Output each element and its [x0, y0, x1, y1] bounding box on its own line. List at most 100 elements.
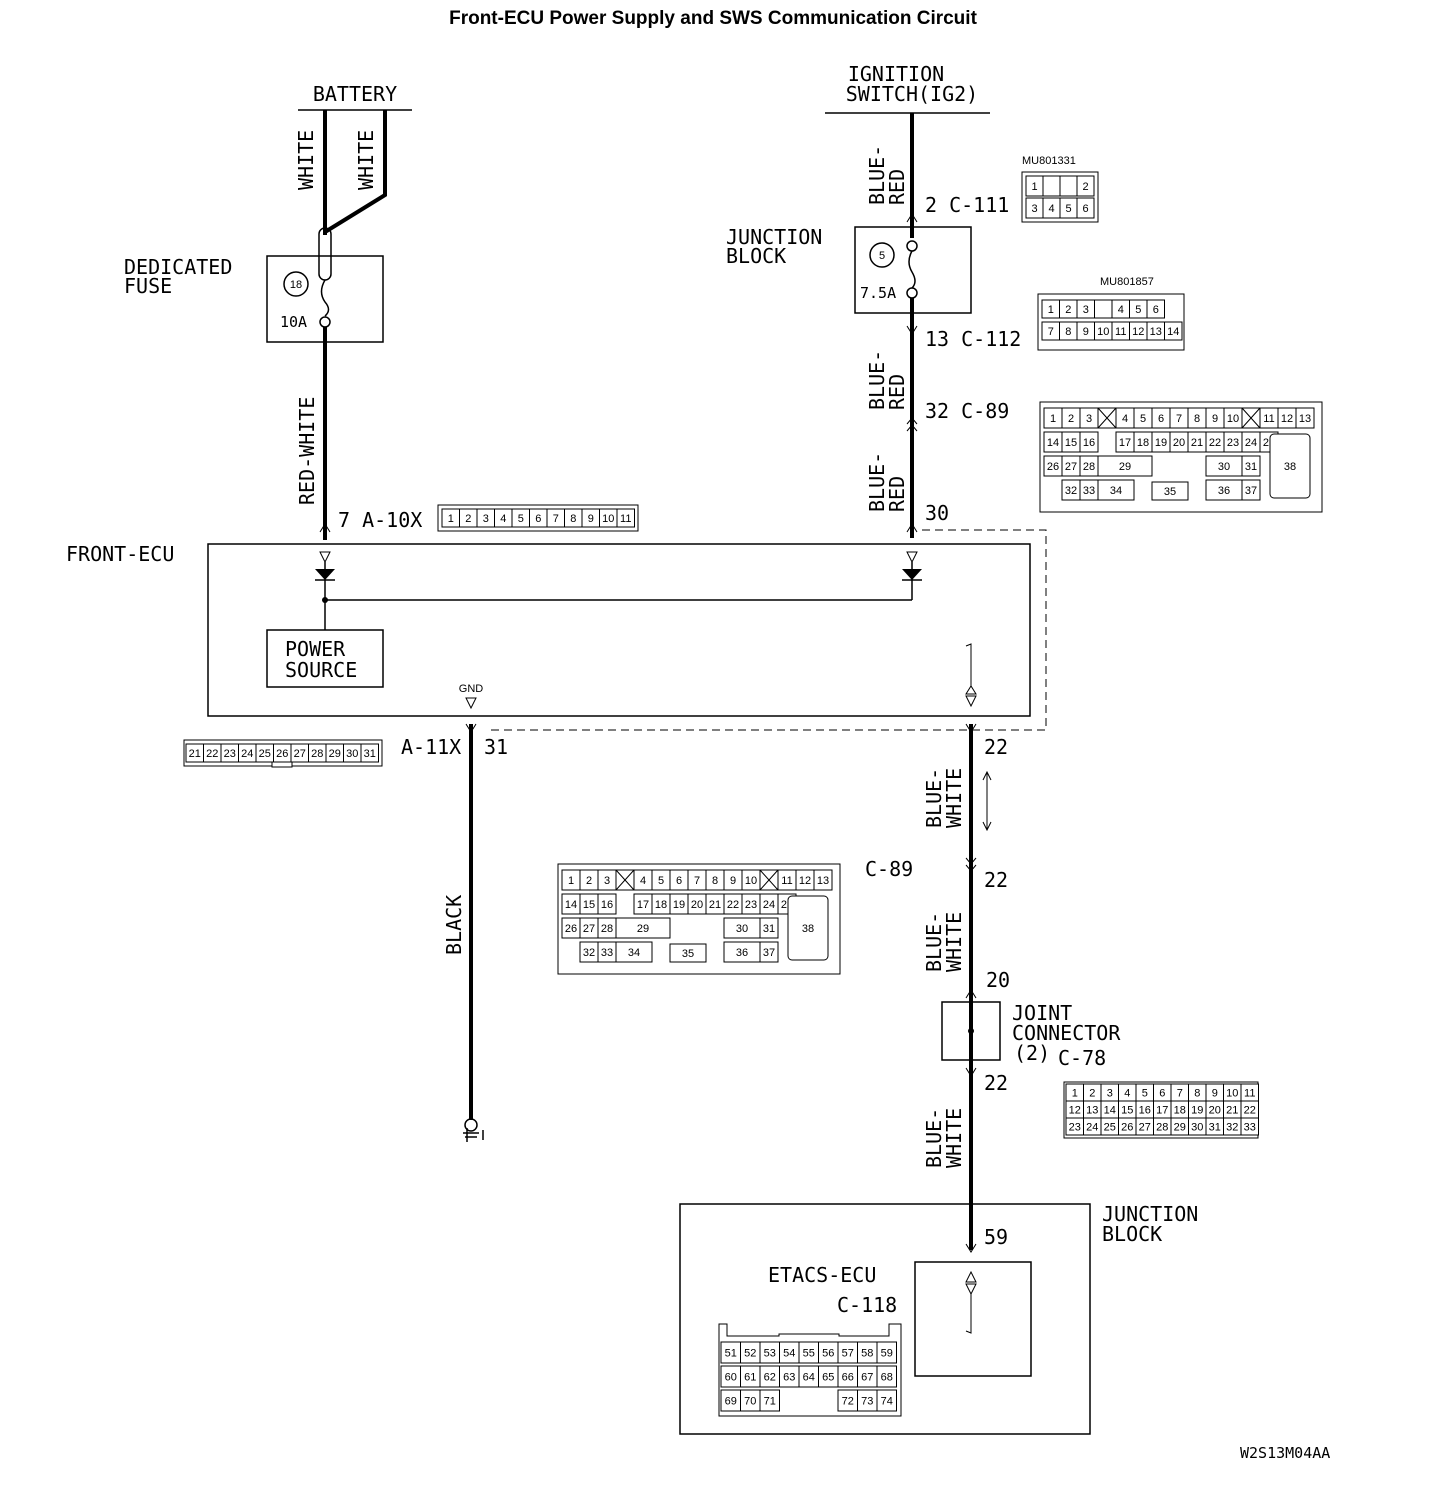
- c89-pin: 19: [673, 899, 685, 911]
- c89-pin: 27: [1065, 461, 1077, 473]
- c89-pin: 4: [640, 875, 646, 887]
- c118-pin: 54: [783, 1348, 795, 1360]
- svg-text:C-89: C-89: [865, 857, 913, 881]
- svg-text:BLUE-: BLUE-: [865, 350, 889, 410]
- c78-pin: 8: [1194, 1088, 1200, 1100]
- c89-pin: 35: [1164, 486, 1176, 498]
- c89-pin: 37: [1245, 485, 1257, 497]
- svg-text:5: 5: [879, 250, 885, 262]
- c118-pin: 59: [881, 1348, 893, 1360]
- c89-pin: 16: [601, 899, 613, 911]
- c89-pin: 1: [1050, 413, 1056, 425]
- page-title: Front-ECU Power Supply and SWS Communica…: [449, 8, 977, 29]
- c89-pin: 21: [1191, 437, 1203, 449]
- c112-pin: 5: [1135, 304, 1141, 316]
- a10x-pin: 4: [500, 513, 506, 525]
- c89-pin: 15: [583, 899, 595, 911]
- c112-pin: 8: [1065, 326, 1071, 338]
- wire-label-white-left: WHITE: [294, 130, 318, 190]
- a11x-pin: 23: [224, 748, 236, 760]
- a11x-pin: 29: [329, 748, 341, 760]
- a10x-pin: 9: [588, 513, 594, 525]
- c78-pin: 28: [1156, 1122, 1168, 1134]
- c118-pin: 61: [744, 1372, 756, 1384]
- svg-text:SOURCE: SOURCE: [285, 658, 357, 682]
- c89-pin: 18: [655, 899, 667, 911]
- c78-pin: 6: [1159, 1088, 1165, 1100]
- c78-pin: 20: [1209, 1105, 1221, 1117]
- c112-pin: 7: [1048, 326, 1054, 338]
- c112-pin: 14: [1167, 326, 1179, 338]
- svg-text:BLUE-: BLUE-: [922, 768, 946, 828]
- c112-pin: 3: [1083, 304, 1089, 316]
- c78-pin: 15: [1121, 1105, 1133, 1117]
- c89-pin: 14: [565, 899, 577, 911]
- c89-pin: 9: [730, 875, 736, 887]
- c118-pin: 66: [842, 1372, 854, 1384]
- c78-pin: 2: [1089, 1088, 1095, 1100]
- c89-pin: 10: [1227, 413, 1239, 425]
- c89-pin: 31: [763, 923, 775, 935]
- c89-pin: 18: [1137, 437, 1149, 449]
- ignition-switch: IGNITION SWITCH(IG2): [825, 62, 990, 114]
- svg-text:JUNCTION: JUNCTION: [726, 225, 822, 249]
- svg-text:31: 31: [484, 735, 508, 759]
- c89-pin: 32: [1065, 485, 1077, 497]
- svg-text:RED: RED: [885, 374, 909, 410]
- c89-pin: 29: [637, 923, 649, 935]
- c118-pin: 56: [822, 1348, 834, 1360]
- c78-pin: 21: [1226, 1105, 1238, 1117]
- c89-pin: 10: [745, 875, 757, 887]
- a10x-pin: 3: [483, 513, 489, 525]
- svg-text:BLUE-: BLUE-: [865, 452, 889, 512]
- c78-pin: 22: [1244, 1105, 1256, 1117]
- c118-pin: 63: [783, 1372, 795, 1384]
- c118-pin: 51: [725, 1348, 737, 1360]
- battery-source: BATTERY: [298, 82, 412, 111]
- svg-text:WHITE: WHITE: [942, 1108, 966, 1168]
- c89-pin: 38: [1284, 461, 1296, 473]
- c112-pin: 4: [1118, 304, 1124, 316]
- svg-text:MU801331: MU801331: [1022, 155, 1076, 167]
- c118-pin: 67: [861, 1372, 873, 1384]
- c78-pin: 17: [1156, 1105, 1168, 1117]
- c118-pin: 60: [725, 1372, 737, 1384]
- c118-pin: 65: [822, 1372, 834, 1384]
- c78-pin: 30: [1191, 1122, 1203, 1134]
- c78-pin: 5: [1142, 1088, 1148, 1100]
- pin-label: 1: [1031, 181, 1037, 193]
- svg-text:20: 20: [986, 968, 1010, 992]
- c89-pin: 15: [1065, 437, 1077, 449]
- c78-pin: 4: [1124, 1088, 1130, 1100]
- c78-pin: 32: [1226, 1122, 1238, 1134]
- c89-pin: 20: [691, 899, 703, 911]
- svg-text:GND: GND: [459, 683, 484, 695]
- junction-block-bottom: [679, 1203, 1091, 1435]
- c89-pin: 21: [709, 899, 721, 911]
- c89-pin: 8: [1194, 413, 1200, 425]
- c89-pin: 7: [1176, 413, 1182, 425]
- c89-pin: 13: [817, 875, 829, 887]
- svg-text:32 C-89: 32 C-89: [925, 399, 1009, 423]
- svg-text:A-11X: A-11X: [401, 735, 461, 759]
- svg-text:BATTERY: BATTERY: [313, 82, 397, 106]
- c78-pin: 16: [1139, 1105, 1151, 1117]
- c78-pin: 11: [1244, 1088, 1255, 1100]
- figure-code: W2S13M04AA: [1240, 1444, 1330, 1462]
- c118-pin: 57: [842, 1348, 854, 1360]
- svg-text:10A: 10A: [280, 313, 307, 331]
- wire-label-white-right: WHITE: [354, 130, 378, 190]
- svg-text:FRONT-ECU: FRONT-ECU: [66, 542, 174, 566]
- c89-pin: 16: [1083, 437, 1095, 449]
- svg-text:7.5A: 7.5A: [860, 284, 896, 302]
- c78-pin: 10: [1226, 1088, 1238, 1100]
- c78-pin: 1: [1072, 1088, 1078, 1100]
- svg-text:30: 30: [925, 501, 949, 525]
- c112-pin: 11: [1115, 326, 1126, 338]
- c89-pin: 5: [1140, 413, 1146, 425]
- c118-pin: 52: [744, 1348, 756, 1360]
- c78-pin: 26: [1121, 1122, 1133, 1134]
